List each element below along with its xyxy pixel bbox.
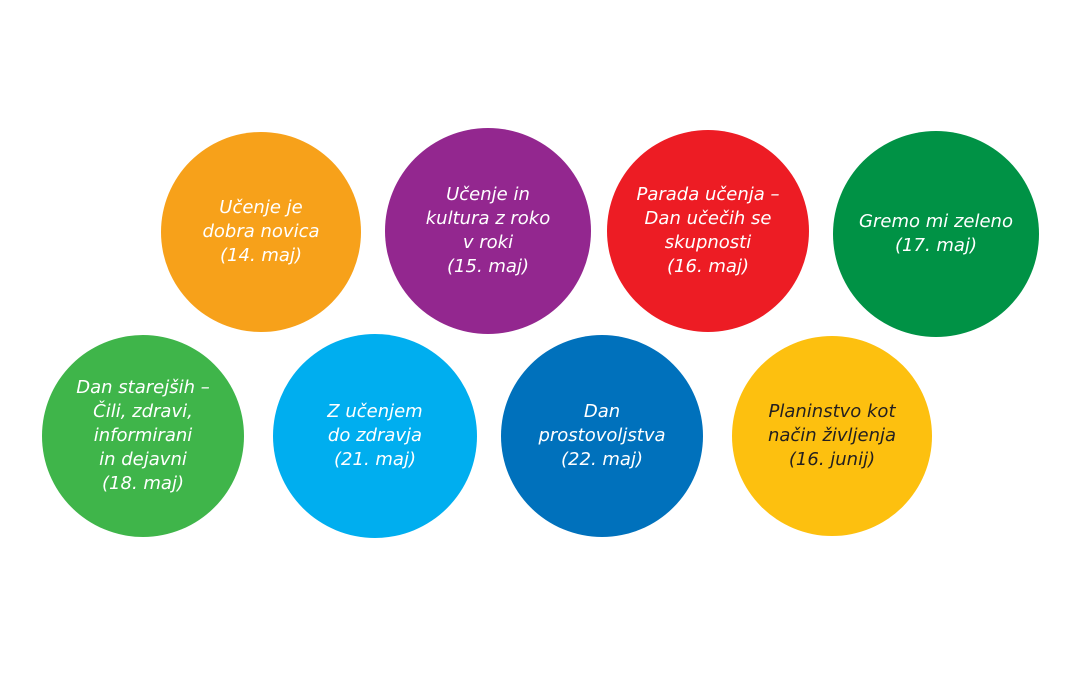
event-date: (21. maj) [334, 449, 416, 470]
event-circle-darkgreen: Gremo mi zeleno (17. maj) [833, 131, 1039, 337]
event-date: (14. maj) [220, 245, 302, 266]
event-circle-yellow: Planinstvo kot način življenja (16. juni… [732, 336, 932, 536]
event-circle-purple: Učenje in kultura z roko v roki (15. maj… [385, 128, 591, 334]
event-line: Dan [583, 401, 621, 422]
event-line: skupnosti [664, 232, 752, 253]
event-line: v roki [462, 232, 514, 253]
event-date: (18. maj) [102, 473, 184, 494]
event-line: dobra novica [202, 221, 320, 242]
event-date: (17. maj) [895, 235, 977, 256]
event-circle-lightblue: Z učenjem do zdravja (21. maj) [273, 334, 477, 538]
event-circle-red: Parada učenja – Dan učečih se skupnosti … [607, 130, 809, 332]
event-line: Parada učenja – [636, 184, 780, 205]
event-line: do zdravja [327, 425, 423, 446]
event-line: Dan učečih se [644, 208, 772, 229]
event-line: Čili, zdravi, [93, 401, 193, 422]
event-date: (15. maj) [447, 256, 529, 277]
event-line: Z učenjem [327, 401, 423, 422]
event-circle-green: Dan starejših – Čili, zdravi, informiran… [42, 335, 244, 537]
event-line: prostovoljstva [538, 425, 666, 446]
event-date: (16. maj) [667, 256, 749, 277]
event-line: način življenja [767, 425, 897, 446]
event-line: Učenje je [219, 197, 303, 218]
event-line: informirani [93, 425, 193, 446]
event-line: Gremo mi zeleno [859, 211, 1013, 232]
event-circle-blue: Dan prostovoljstva (22. maj) [501, 335, 703, 537]
event-circle-orange: Učenje je dobra novica (14. maj) [161, 132, 361, 332]
event-line: Učenje in [446, 184, 530, 205]
event-line: Dan starejših – [76, 377, 210, 398]
event-line: Planinstvo kot [768, 401, 896, 422]
event-line: in dejavni [99, 449, 187, 470]
event-line: kultura z roko [425, 208, 551, 229]
event-date: (22. maj) [561, 449, 643, 470]
event-date: (16. junij) [788, 449, 876, 470]
